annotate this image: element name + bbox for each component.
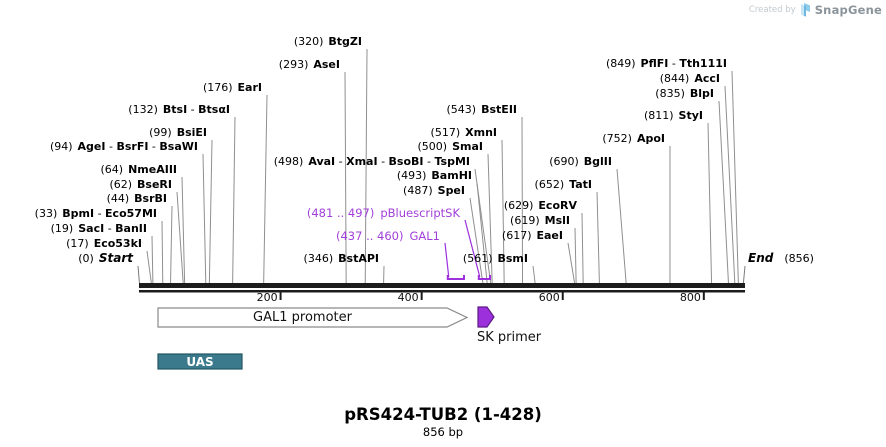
leader-line: [263, 94, 268, 285]
ruler-tick: [702, 292, 705, 300]
leader-line: [469, 197, 484, 285]
leader-line: [364, 48, 368, 285]
leader-line: [574, 227, 577, 285]
uas-box: [157, 353, 243, 370]
snapgene-brand-label: SnapGene: [814, 3, 882, 17]
ruler-bar-bottom: [139, 290, 745, 293]
leader-line: [202, 153, 207, 285]
ruler-tick: [279, 292, 282, 300]
leader-line: [718, 100, 730, 285]
leader-line: [567, 242, 576, 285]
range-bracket: [446, 275, 465, 280]
map-title: pRS424-TUB2 (1-428): [344, 405, 542, 424]
leader-line: [742, 265, 746, 285]
leader-line: [344, 71, 347, 285]
leader-line: [731, 70, 739, 285]
range-leader-line: [464, 219, 481, 278]
created-by-label: Created by: [748, 5, 796, 15]
leader-line: [146, 250, 152, 285]
promoter-arrow: [157, 307, 469, 328]
leader-line: [176, 191, 184, 285]
leader-line: [181, 176, 186, 285]
snapgene-credit: Created by SnapGene: [749, 3, 882, 17]
leader-line: [521, 116, 524, 285]
leader-line: [474, 168, 492, 285]
leader-line: [170, 205, 173, 285]
leader-line: [707, 122, 713, 285]
primer-arrow: [477, 306, 495, 328]
leader-line: [151, 235, 154, 285]
leader-line: [532, 265, 536, 285]
map-size-label: 856 bp: [422, 425, 464, 439]
ruler-bar-top: [139, 283, 745, 288]
leader-line: [208, 139, 213, 285]
snapgene-logo-icon: [800, 3, 810, 17]
leader-line: [232, 116, 236, 285]
range-bracket: [477, 275, 492, 280]
leader-line: [476, 182, 488, 285]
range-leader-line: [444, 242, 450, 278]
ruler-tick: [420, 292, 423, 300]
leader-line: [596, 191, 600, 285]
leader-line: [137, 265, 140, 285]
title-block: pRS424-TUB2 (1-428) 856 bp: [0, 405, 886, 439]
leader-line: [161, 220, 164, 285]
ruler-tick: [561, 292, 564, 300]
leader-line: [581, 212, 584, 285]
leader-line: [724, 85, 736, 285]
leader-line: [616, 168, 627, 285]
leader-line: [501, 139, 505, 285]
leader-line: [487, 153, 493, 285]
